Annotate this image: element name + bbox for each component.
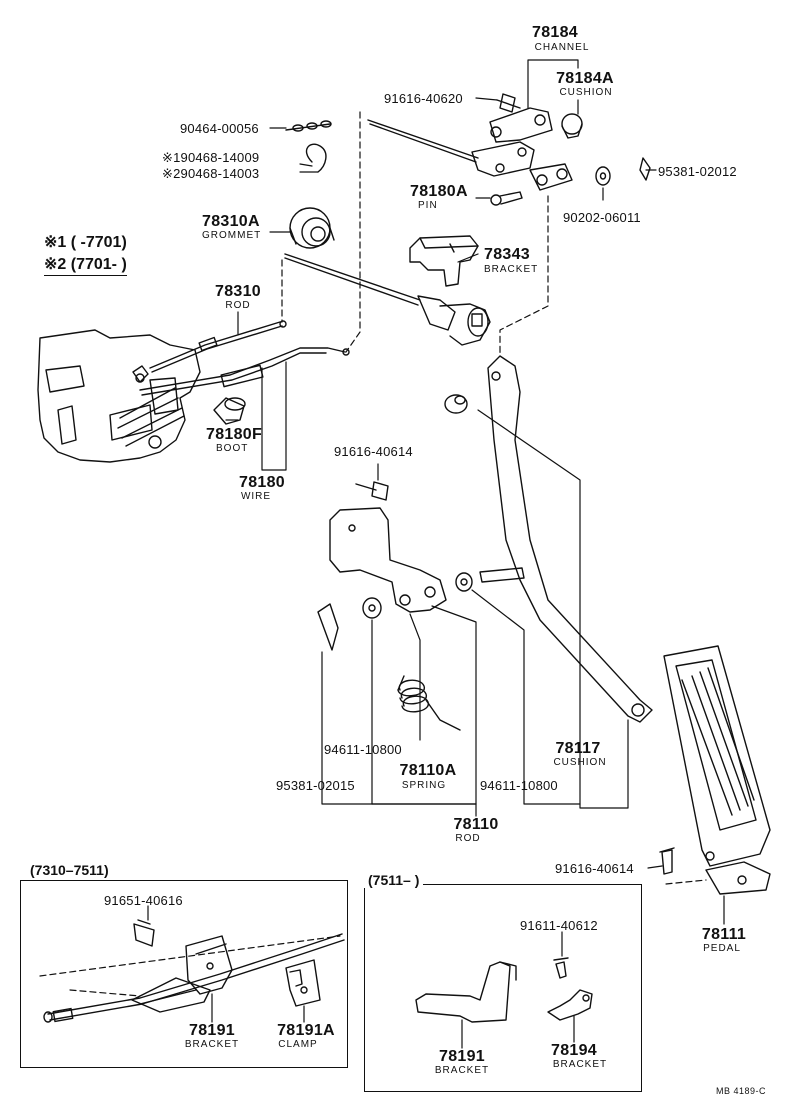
label-95381-02012: 95381-02012 <box>658 164 737 179</box>
label-90202-06011: 90202-06011 <box>563 210 641 225</box>
box2-drawing <box>415 957 593 1023</box>
label-94611-10800-left: 94611-10800 <box>324 742 402 757</box>
legend-note-1: ※1 ( -7701) <box>44 234 127 251</box>
variant-box-7511-title: (7511– ) <box>364 872 424 888</box>
label-78191-box2-name: BRACKET <box>434 1065 490 1076</box>
dashed-lines <box>281 111 707 885</box>
clip-90464-00056 <box>285 120 332 132</box>
cushion-78184a <box>561 113 583 139</box>
bolt-91616-40620 <box>496 93 521 113</box>
upper-linkage <box>367 107 573 191</box>
pedal-pad-78111 <box>663 645 771 895</box>
label-78184-name: CHANNEL <box>534 42 590 53</box>
label-91616-40614-mid: 91616-40614 <box>334 444 413 459</box>
accelerator-cable <box>284 253 491 346</box>
label-78184a-code: 78184A <box>556 70 614 87</box>
leader-lines <box>225 59 725 925</box>
label-78110-name: ROD <box>455 833 481 844</box>
label-78184a-name: CUSHION <box>559 87 613 98</box>
pedal-lever <box>487 355 653 723</box>
box1-drawing <box>43 919 345 1023</box>
label-90464-00056: 90464-00056 <box>180 121 259 136</box>
engine-block-illustration <box>37 329 201 463</box>
label-78310-code: 78310 <box>215 283 261 300</box>
label-78117-code: 78117 <box>555 740 601 757</box>
variant-box-7511 <box>364 884 642 1092</box>
label-78191-box2-code: 78191 <box>439 1048 485 1065</box>
label-78180f-name: BOOT <box>216 443 249 454</box>
variant-box-7310-7511-title: (7310–7511) <box>26 862 113 878</box>
boot-78180f <box>213 397 246 425</box>
pedal-support-bracket <box>329 507 447 613</box>
bolt-91616-40614-mid <box>355 481 389 501</box>
box1-leaders <box>147 905 305 1023</box>
label-78343-name: BRACKET <box>484 264 539 275</box>
washer-94611-left <box>362 597 382 619</box>
label-78310-name: ROD <box>225 300 251 311</box>
label-78180a-name: PIN <box>418 200 438 211</box>
label-78111-code: 78111 <box>701 926 747 943</box>
diagram-reference-code: MB 4189-C <box>716 1086 767 1096</box>
label-78110a-name: SPRING <box>401 780 447 791</box>
cushion-78117 <box>444 394 468 414</box>
clip-90468 <box>305 143 327 173</box>
washer-90202-06011 <box>595 166 611 186</box>
label-95381-02015: 95381-02015 <box>276 778 355 793</box>
cotter-95381-02012 <box>639 157 651 181</box>
label-78110-code: 78110 <box>453 816 499 833</box>
label-91611-40612: 91611-40612 <box>520 918 598 933</box>
label-78191a-code: 78191A <box>277 1022 335 1039</box>
variant-box-7310-7511 <box>20 880 348 1068</box>
box1-dashed <box>39 935 341 997</box>
rod-78310 <box>149 320 287 373</box>
spring-78110a <box>397 675 461 731</box>
label-78194-name: BRACKET <box>552 1059 608 1070</box>
pin-78180a <box>490 191 523 206</box>
legend-note-2: ※2 (7701- ) <box>44 254 127 276</box>
label-90468-14009: ※190468-14009 <box>162 150 260 165</box>
label-78117-name: CUSHION <box>553 757 607 768</box>
label-78180a-code: 78180A <box>410 183 468 200</box>
label-78110a-code: 78110A <box>399 762 457 779</box>
label-78180-code: 78180 <box>239 474 285 491</box>
label-91651-40616: 91651-40616 <box>104 893 183 908</box>
label-78343-code: 78343 <box>484 246 530 263</box>
bracket-78343 <box>409 235 479 287</box>
label-91616-40614-low: 91616-40614 <box>555 861 634 876</box>
label-78184-code: 78184 <box>532 24 578 41</box>
label-91616-40620: 91616-40620 <box>384 91 463 106</box>
box2-leaders <box>461 931 575 1049</box>
bolt-91616-40614-low <box>659 847 675 875</box>
wire-78180 <box>139 347 350 396</box>
label-78191-box1-code: 78191 <box>189 1022 235 1039</box>
cotter-95381-02015 <box>317 603 339 651</box>
label-78310a-code: 78310A <box>202 213 260 230</box>
label-78194-code: 78194 <box>551 1042 597 1059</box>
label-78111-name: PEDAL <box>703 943 741 954</box>
label-78191a-name: CLAMP <box>278 1039 318 1050</box>
label-94611-10800-right: 94611-10800 <box>480 778 558 793</box>
grommet-78310a <box>289 207 335 249</box>
label-78180f-code: 78180F <box>206 426 263 443</box>
label-78180-name: WIRE <box>240 491 272 502</box>
pivot-pin <box>455 567 525 592</box>
label-78191-box1-name: BRACKET <box>184 1039 240 1050</box>
label-90468-14003: ※290468-14003 <box>162 166 260 181</box>
label-78310a-name: GROMMET <box>202 230 262 241</box>
